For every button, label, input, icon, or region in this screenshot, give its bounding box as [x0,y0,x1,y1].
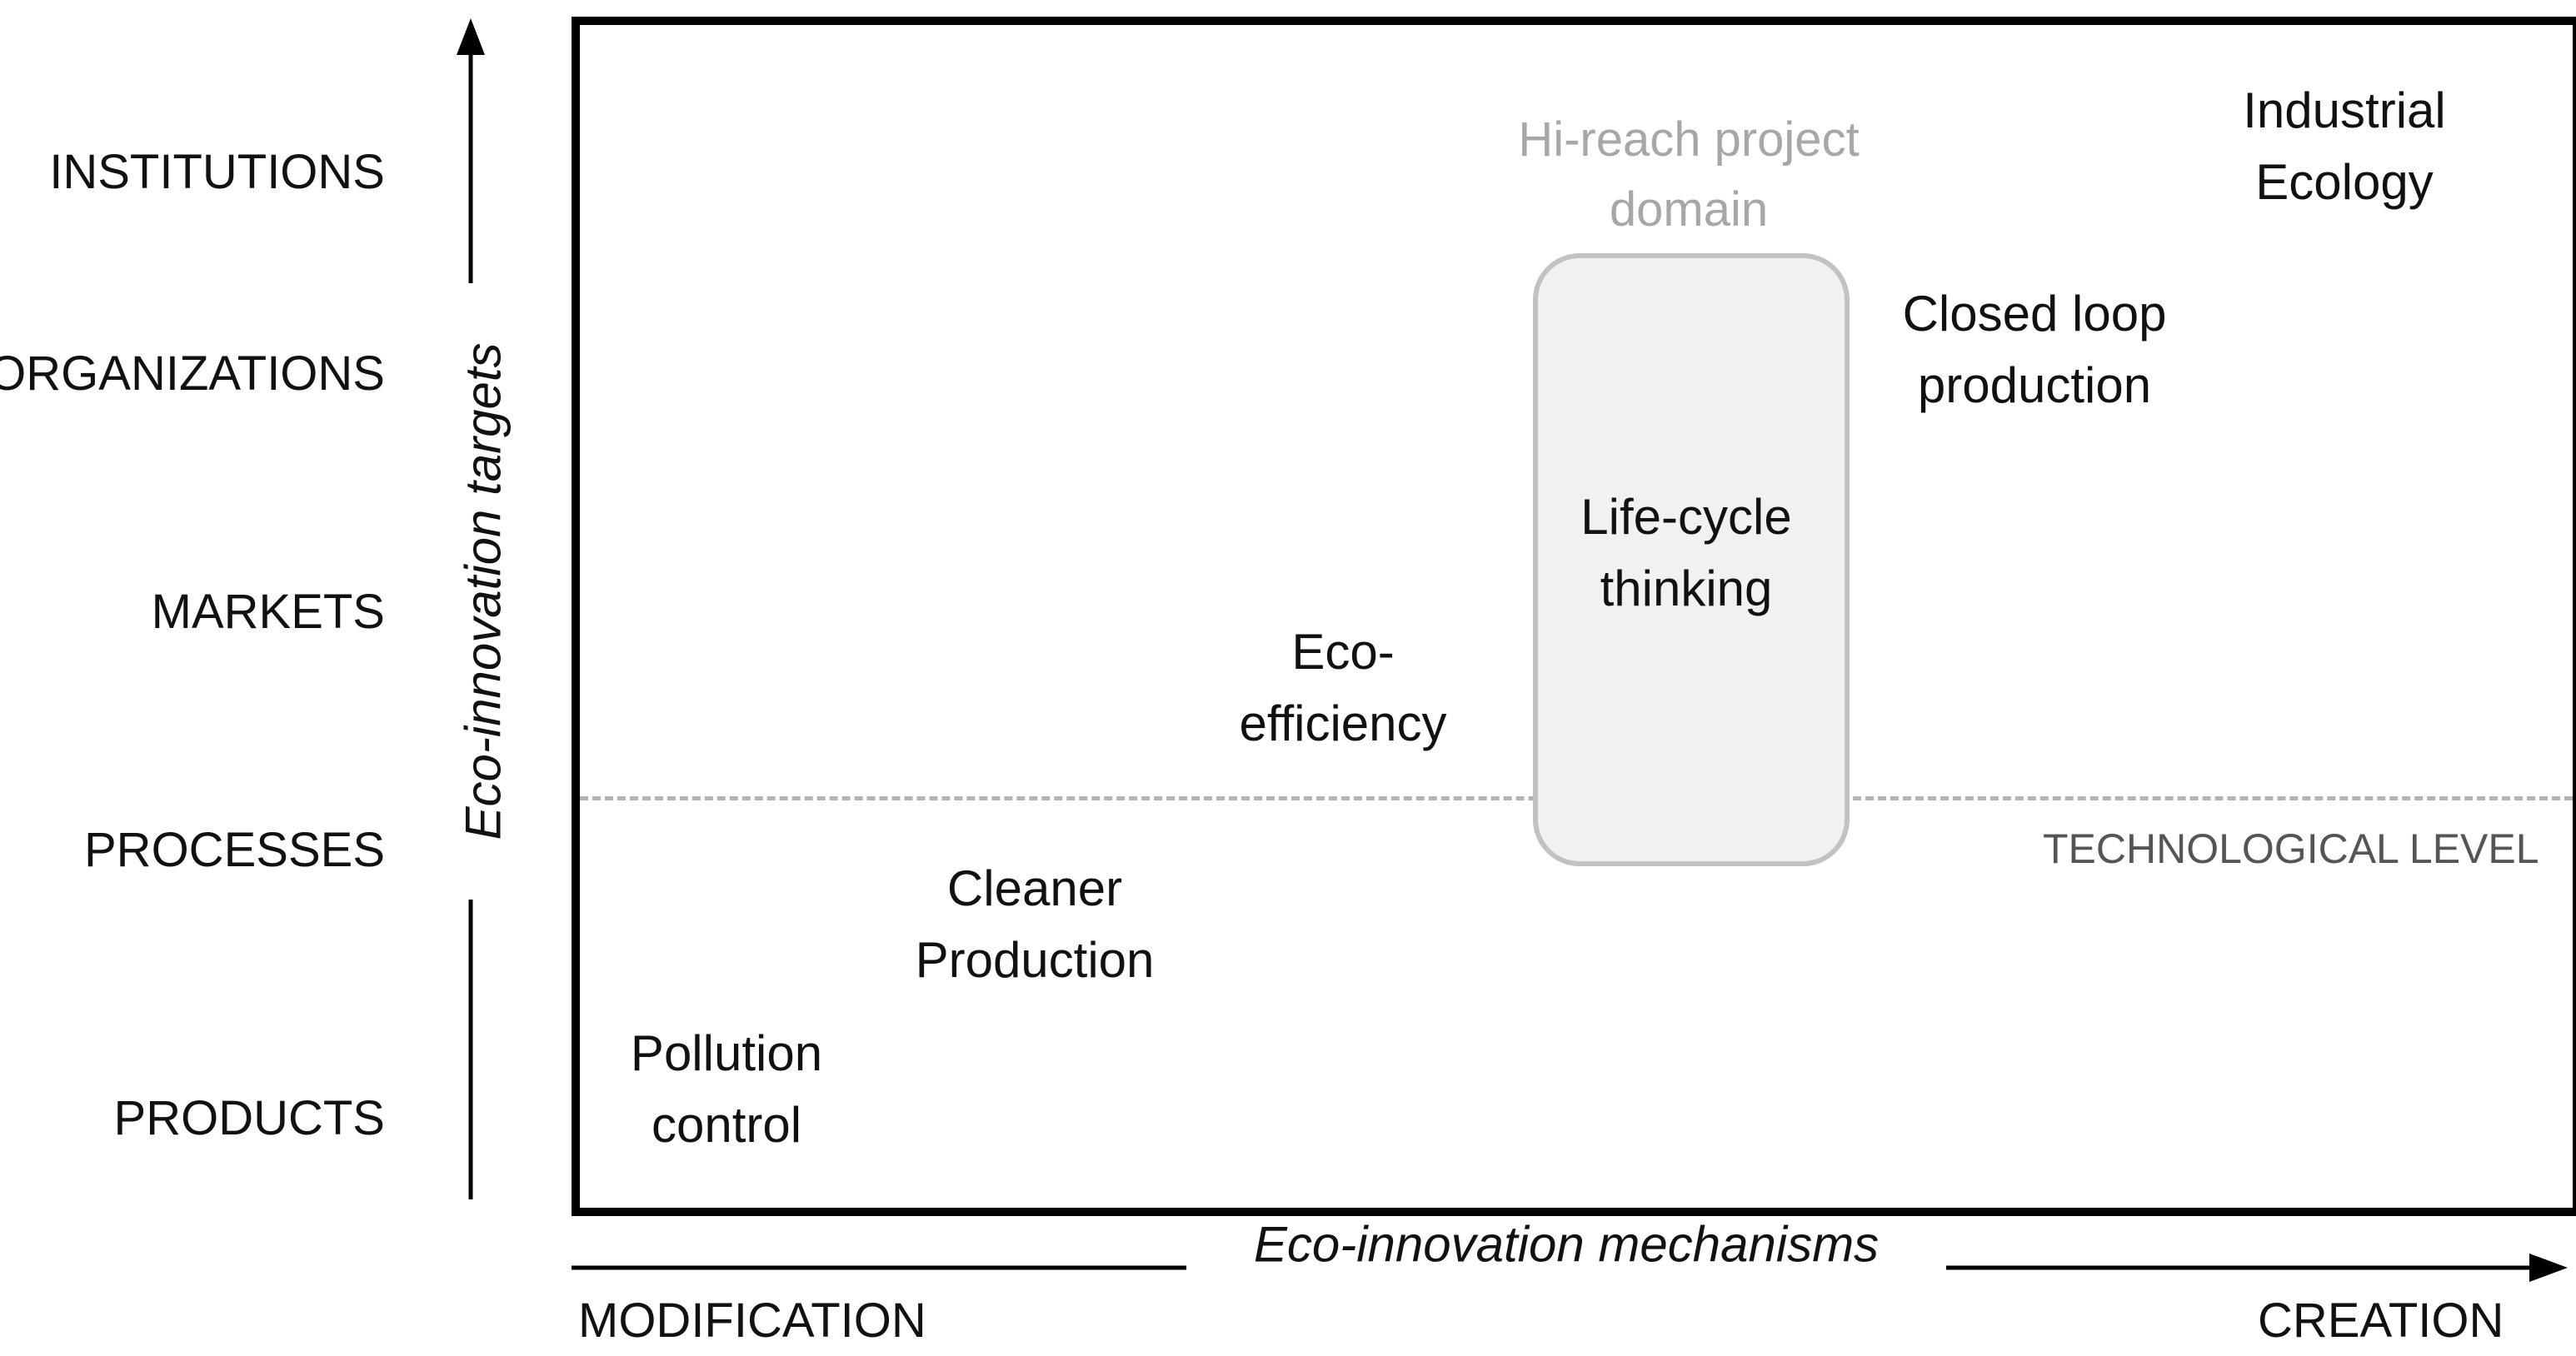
concept-line: Pollution [630,1025,823,1081]
hireach-label-line-2: domain [1609,182,1769,237]
hireach-domain-box [1533,253,1850,866]
concept-line: Cleaner [946,860,1123,916]
concept-line: production [1917,357,2152,413]
concept-industrial-ecology: Industrial Ecology [2243,75,2445,218]
x-axis-end-label: CREATION [2258,1294,2504,1348]
hireach-domain-label: Hi-reach project domain [1518,105,1859,245]
level-markets: MARKETS [151,585,385,639]
diagram-frame [572,17,2576,1216]
hireach-label-line-1: Hi-reach project [1518,112,1860,167]
concept-line: thinking [1600,561,1773,616]
y-axis-arrowhead [457,18,485,55]
x-axis-start-label: MODIFICATION [578,1294,926,1348]
y-axis-title: Eco-innovation targets [455,342,512,840]
concept-eco-efficiency: Eco- efficiency [1239,616,1446,760]
concept-line: Eco- [1291,624,1395,680]
concept-closed-loop-production: Closed loop production [1903,278,2167,421]
concept-line: Closed loop [1902,286,2167,341]
concept-pollution-control: Pollution control [631,1018,822,1161]
concept-line: efficiency [1239,695,1447,751]
concept-line: Industrial [2243,82,2446,138]
concept-line: Life-cycle [1580,489,1792,545]
concept-line: Ecology [2255,154,2434,210]
concept-line: control [651,1097,802,1153]
technological-level-label: TECHNOLOGICAL LEVEL [2043,825,2539,872]
level-products: PRODUCTS [113,1091,385,1145]
level-institutions: INSTITUTIONS [49,145,385,199]
x-axis-arrowhead [2529,1254,2568,1282]
concept-cleaner-production: Cleaner Production [916,853,1155,996]
x-axis-title: Eco-innovation mechanisms [1253,1216,1880,1273]
concept-line: Production [915,932,1155,988]
concept-life-cycle-thinking: Life-cycle thinking [1580,481,1791,625]
level-processes: PROCESSES [84,823,385,877]
level-organizations: ORGANIZATIONS [0,346,385,401]
